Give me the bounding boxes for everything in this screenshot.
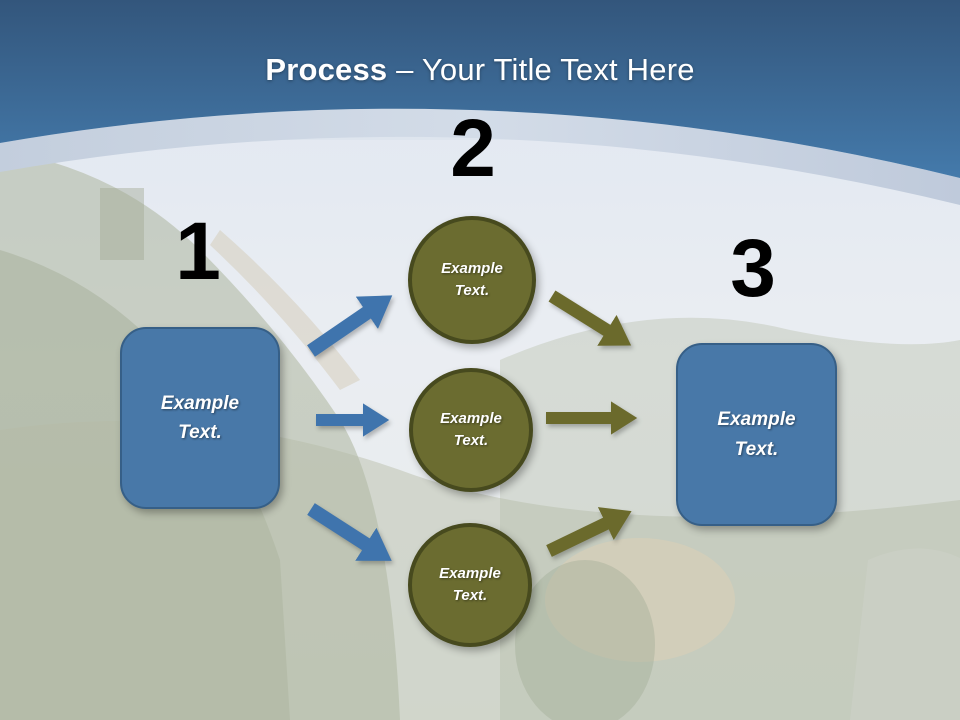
arrow-olive-bottom — [546, 507, 632, 557]
circle-middle-label: Example Text. — [440, 409, 502, 450]
step-number-2: 2 — [450, 103, 496, 194]
left-process-box: Example Text. — [120, 327, 280, 509]
wall-stairs — [850, 548, 960, 720]
title-rest: – Your Title Text Here — [387, 52, 695, 87]
right-box-label: Example Text. — [717, 409, 796, 460]
step-number-1: 1 — [175, 206, 221, 297]
left-box-label: Example Text. — [160, 392, 240, 443]
watchtower-silhouette — [100, 188, 144, 260]
light-curve-band — [0, 108, 960, 205]
right-process-box: Example Text. — [676, 343, 837, 526]
title-keyword: Process — [265, 52, 388, 87]
arrow-blue-bottom — [307, 503, 392, 561]
circle-top: Example Text. — [408, 216, 536, 344]
circle-top-label: Example Text. — [441, 259, 503, 300]
circle-middle: Example Text. — [409, 368, 533, 492]
step-number-3: 3 — [730, 223, 776, 314]
circle-bottom: Example Text. — [408, 523, 532, 647]
dark-header-curve — [0, 0, 960, 178]
arrow-olive-top — [548, 290, 632, 346]
slide-title: Process – Your Title Text Here — [0, 52, 960, 88]
circle-bottom-label: Example Text. — [439, 564, 501, 605]
arrow-blue-top — [307, 295, 393, 357]
